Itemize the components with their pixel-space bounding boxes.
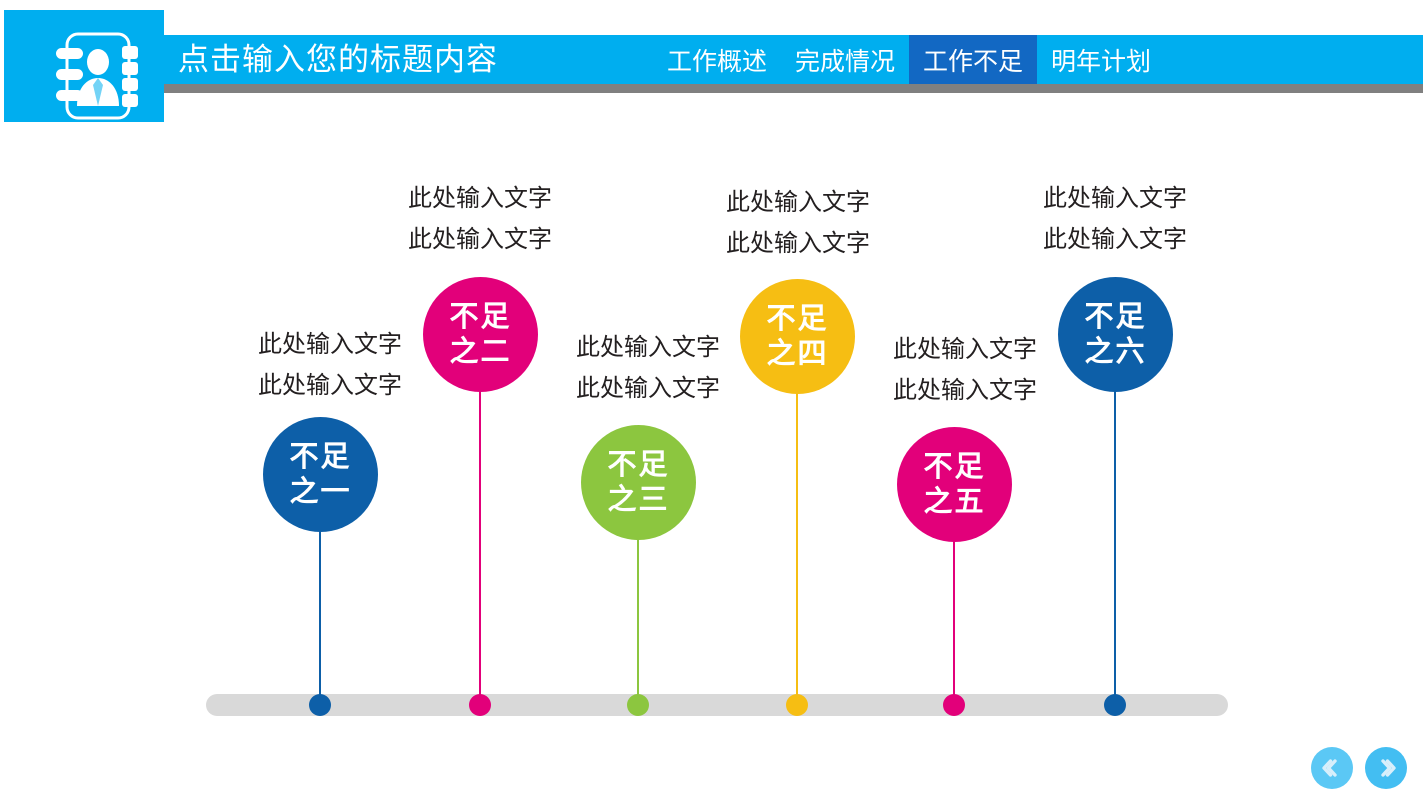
node-5-bubble-line-2: 之五: [923, 485, 986, 518]
node-2-bubble-line-1: 不足: [449, 301, 512, 334]
node-2-caption-line-1: 此处输入文字: [408, 185, 552, 212]
nav-tab-work-shortcomings[interactable]: 工作不足: [908, 35, 1037, 84]
node-1-bubble[interactable]: 不足 之一: [263, 417, 378, 532]
node-3-bubble-line-2: 之三: [607, 483, 670, 516]
contact-book-icon: [56, 32, 138, 120]
node-6-bubble-line-1: 不足: [1084, 301, 1147, 334]
node-2-caption: 此处输入文字 此处输入文字: [354, 178, 606, 261]
nav-tab-spacer: [1165, 35, 1423, 84]
header-underline: [162, 84, 1423, 93]
node-4-bubble-line-1: 不足: [766, 303, 829, 336]
node-1-bubble-line-1: 不足: [289, 441, 352, 474]
node-4-stem: [796, 392, 798, 700]
node-5-bubble-line-1: 不足: [923, 451, 986, 484]
node-4-dot[interactable]: [786, 694, 808, 716]
node-4-bubble-line-2: 之四: [766, 337, 829, 370]
node-4-bubble[interactable]: 不足 之四: [740, 279, 855, 394]
node-2-caption-line-2: 此处输入文字: [408, 226, 552, 254]
header-bar: [162, 35, 1423, 84]
node-1-dot[interactable]: [309, 694, 331, 716]
node-6-bubble[interactable]: 不足 之六: [1058, 277, 1173, 392]
node-3-stem: [637, 538, 639, 700]
node-5-dot[interactable]: [943, 694, 965, 716]
nav-tab-work-overview[interactable]: 工作概述: [666, 47, 767, 76]
node-1-caption-line-1: 此处输入文字: [258, 331, 402, 358]
node-1-bubble-line-2: 之一: [289, 475, 352, 508]
node-6-caption: 此处输入文字 此处输入文字: [989, 178, 1241, 261]
node-4-caption-line-1: 此处输入文字: [726, 189, 870, 216]
node-1-caption: 此处输入文字 此处输入文字: [150, 324, 402, 407]
chevron-left-icon: [1322, 759, 1337, 777]
node-3-caption: 此处输入文字 此处输入文字: [468, 327, 720, 410]
node-2-stem: [479, 390, 481, 700]
node-4-caption-line-2: 此处输入文字: [726, 230, 870, 258]
nav-tab-completion-status[interactable]: 完成情况: [794, 47, 895, 76]
node-5-stem: [953, 540, 955, 700]
node-6-dot[interactable]: [1104, 694, 1126, 716]
node-3-dot[interactable]: [627, 694, 649, 716]
page-title: 点击输入您的标题内容: [178, 42, 498, 77]
node-2-bubble-line-2: 之二: [449, 335, 512, 368]
node-1-stem: [319, 530, 321, 700]
node-5-caption-line-1: 此处输入文字: [893, 336, 1037, 363]
node-2-bubble[interactable]: 不足 之二: [423, 277, 538, 392]
node-5-caption-line-2: 此处输入文字: [893, 377, 1037, 405]
nav-tabs: 工作概述 完成情况 工作不足 明年计划: [653, 35, 1423, 84]
timeline-bar: [206, 694, 1228, 716]
node-3-caption-line-2: 此处输入文字: [576, 375, 720, 403]
node-6-caption-line-2: 此处输入文字: [1043, 226, 1187, 254]
node-6-bubble-line-2: 之六: [1084, 335, 1147, 368]
node-6-stem: [1114, 390, 1116, 700]
node-3-bubble[interactable]: 不足 之三: [581, 425, 696, 540]
node-6-caption-line-1: 此处输入文字: [1043, 185, 1187, 212]
node-4-caption: 此处输入文字 此处输入文字: [672, 182, 924, 265]
node-3-bubble-line-1: 不足: [607, 449, 670, 482]
node-1-caption-line-2: 此处输入文字: [258, 372, 402, 400]
previous-slide-button[interactable]: [1311, 747, 1353, 789]
pager-controls: [1311, 747, 1411, 791]
next-slide-button[interactable]: [1365, 747, 1407, 789]
node-2-dot[interactable]: [469, 694, 491, 716]
node-5-caption: 此处输入文字 此处输入文字: [785, 329, 1037, 412]
node-5-bubble[interactable]: 不足 之五: [897, 427, 1012, 542]
node-3-caption-line-1: 此处输入文字: [576, 334, 720, 361]
logo-block: [4, 10, 164, 122]
chevron-right-icon: [1381, 759, 1396, 777]
nav-tab-next-year-plan[interactable]: 明年计划: [1050, 47, 1151, 76]
